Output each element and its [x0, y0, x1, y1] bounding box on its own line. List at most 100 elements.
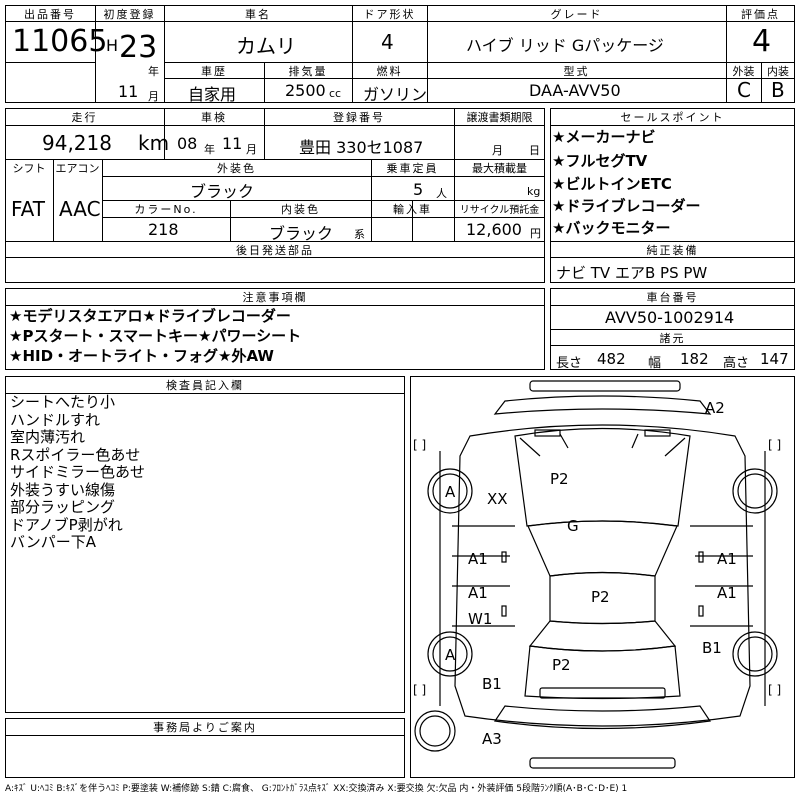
fuel-value: ガソリン — [363, 85, 428, 104]
max-load-label: 最大積載量 — [472, 162, 527, 175]
bracket-mark: [ ] — [413, 683, 426, 697]
divider — [412, 200, 413, 241]
divider — [454, 108, 455, 200]
inspection-year: 08 — [177, 134, 198, 153]
notes-label: 注意事項欄 — [242, 291, 308, 304]
divider — [164, 62, 726, 63]
divider — [726, 78, 795, 79]
color-no-value: 218 — [148, 220, 179, 239]
notes-line: ★HID・オートライト・フォグ★外AW — [9, 347, 274, 365]
mark-a1-right-rear: A1 — [717, 584, 737, 602]
mark-a1-right-front: A1 — [717, 550, 737, 568]
mark-a2: A2 — [705, 399, 725, 417]
divider — [550, 329, 795, 330]
first-reg-label: 初度登録 — [103, 8, 156, 21]
mark-a1-left-rear: A1 — [468, 584, 488, 602]
first-reg-era: H — [106, 36, 119, 55]
body-outline — [454, 424, 751, 727]
inspection-label: 車検 — [201, 111, 227, 124]
fuel-label: 燃料 — [376, 65, 403, 78]
reg-no-value: 豊田 330セ1087 — [299, 138, 424, 157]
inspector-line: ハンドルすれ — [10, 410, 101, 429]
inspector-label: 検査員記入欄 — [166, 379, 244, 392]
inspection-month-unit: 月 — [246, 143, 257, 156]
mark-p2-roof: P2 — [591, 588, 610, 606]
grille-slot — [534, 429, 561, 437]
inspection-year-unit: 年 — [204, 143, 215, 156]
door-handle — [698, 551, 704, 563]
bracket-mark: [ ] — [768, 683, 781, 697]
divider — [761, 62, 762, 103]
divider — [550, 305, 795, 306]
equipment-label: 純正装備 — [646, 244, 699, 257]
sales-point-item: ★フルセグTV — [552, 152, 648, 170]
rear-window — [528, 620, 677, 652]
grade-label: グレード — [550, 8, 603, 21]
mark-xx: XX — [487, 490, 508, 508]
capacity-unit: 人 — [436, 187, 447, 200]
displacement-unit: cc — [329, 87, 342, 100]
equipment-value: ナビ TV エアB PS PW — [556, 264, 708, 282]
divider — [164, 5, 165, 103]
mark-a3: A3 — [482, 730, 502, 748]
lot-label: 出品番号 — [24, 8, 76, 21]
reg-no-label: 登録番号 — [333, 111, 385, 124]
capacity-value: 5 — [413, 180, 424, 199]
wheel-rear-left — [427, 631, 473, 677]
front-bumper-outline — [493, 395, 712, 415]
specs-label: 諸元 — [659, 332, 686, 345]
wheel-front-left — [427, 468, 473, 514]
mark-g: G — [567, 517, 579, 535]
door-handle — [501, 605, 507, 617]
inspector-line: ドアノブP剥がれ — [10, 515, 123, 534]
divider — [53, 159, 54, 241]
divider — [550, 257, 795, 258]
sales-point-item: ★ドライブレコーダー — [552, 197, 701, 215]
sales-points-label: セールスポイント — [620, 111, 725, 124]
divider — [550, 125, 795, 126]
divider — [5, 21, 795, 22]
mileage-unit: km — [138, 131, 170, 155]
inspector-line: サイドミラー色あせ — [10, 463, 146, 481]
sales-point-item: ★ビルトインETC — [552, 175, 672, 193]
divider — [5, 393, 405, 394]
inspector-line: Rスポイラー色あせ — [10, 445, 141, 464]
divider — [5, 241, 545, 242]
color-no-label: カラーNo. — [134, 203, 198, 216]
inspector-notes: シートへたり小 ハンドルすれ 室内薄汚れ Rスポイラー色あせ サイドミラー色あせ… — [10, 393, 146, 552]
wheel-front-left-inner — [432, 473, 468, 509]
import-label: 輸入車 — [393, 203, 432, 216]
wheel-rear-right-inner — [737, 636, 773, 672]
ext-grade-label: 外装 — [732, 65, 755, 78]
chassis-label: 車台番号 — [646, 291, 699, 304]
mark-p2-hood: P2 — [550, 470, 569, 488]
hood-panel — [514, 427, 691, 527]
divider — [102, 176, 545, 177]
chassis-value: AVV50-1002914 — [605, 308, 735, 327]
divider — [164, 78, 726, 79]
divider — [550, 345, 795, 346]
car-diagram-frame — [410, 376, 795, 778]
divider — [230, 200, 231, 241]
model-label: 型式 — [563, 65, 590, 78]
divider — [726, 62, 795, 63]
mark-w1: W1 — [468, 610, 492, 628]
inspection-month: 11 — [222, 134, 243, 153]
divider — [5, 62, 95, 63]
front-bumper — [529, 380, 681, 392]
lot-number: 11065 — [12, 24, 108, 59]
score-label: 評価点 — [741, 8, 780, 21]
divider — [264, 62, 265, 103]
score-value: 4 — [752, 24, 772, 59]
divider — [5, 159, 545, 160]
history-label: 車歴 — [201, 65, 227, 78]
door-value: 4 — [381, 30, 394, 54]
divider — [264, 108, 265, 159]
mark-a-front-left: A — [445, 483, 456, 501]
sales-point-item: ★バックモニター — [552, 219, 671, 237]
int-color-unit: 系 — [354, 228, 365, 241]
divider — [371, 200, 372, 241]
car-diagram: A2 [ ] [ ] A XX P2 G A1 A1 A1 W1 A1 P2 A… — [413, 380, 781, 769]
mark-a-rear-left: A — [445, 646, 456, 664]
transfer-day-unit: 日 — [529, 144, 540, 157]
